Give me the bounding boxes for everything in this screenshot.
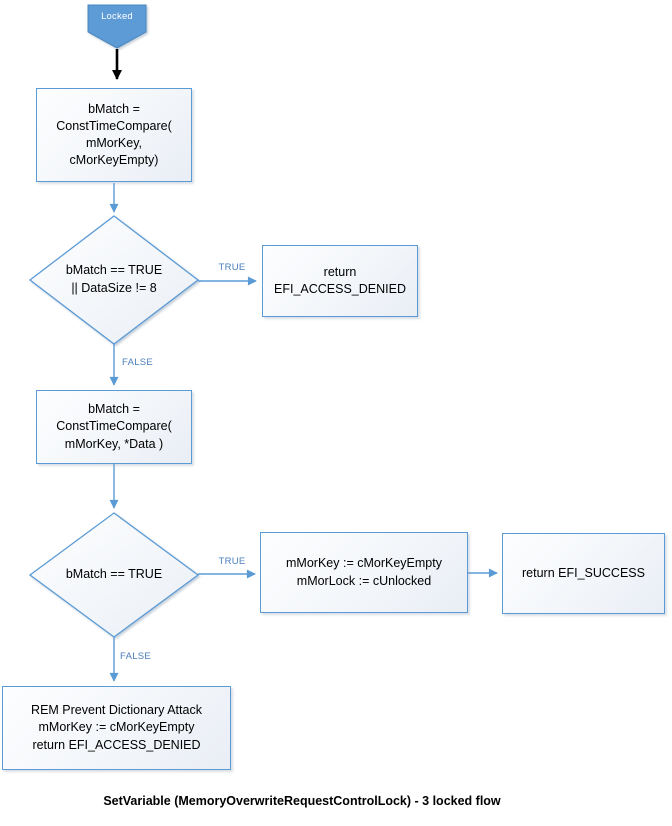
process-line: mMorKey := cMorKeyEmpty: [286, 556, 442, 571]
process-line: mMorKey,: [85, 136, 143, 150]
process-line: ConstTimeCompare(: [56, 419, 172, 434]
process-line: bMatch =: [88, 402, 140, 417]
decision-match-shape: [28, 512, 200, 638]
edge-label-true1: TRUE: [218, 262, 246, 273]
process-line: return EFI_SUCCESS: [522, 565, 645, 580]
process-success: return EFI_SUCCESS: [502, 533, 665, 614]
process-access-denied-top: return EFI_ACCESS_DENIED: [262, 245, 418, 317]
process-line: ConstTimeCompare(: [56, 118, 172, 133]
edge-label-false2: FALSE: [120, 651, 152, 662]
start-terminator-label: Locked: [101, 11, 133, 22]
process-compare-data: bMatch = ConstTimeCompare( mMorKey, *Dat…: [36, 390, 192, 464]
decision-empty-or-size-shape: [28, 215, 200, 345]
process-line: return EFI_ACCESS_DENIED: [32, 737, 201, 752]
process-compare-empty: bMatch = ConstTimeCompare( mMorKey, cMor…: [36, 88, 192, 182]
edge-label-false1: FALSE: [122, 357, 154, 368]
start-terminator-shape: [87, 4, 147, 49]
process-line: bMatch =: [88, 101, 140, 116]
process-line: cMorKeyEmpty): [69, 153, 159, 168]
process-line: REM Prevent Dictionary Attack: [31, 703, 202, 718]
process-line: mMorKey, *Data ): [64, 436, 164, 451]
process-line: EFI_ACCESS_DENIED: [274, 282, 406, 296]
process-line: mMorKey := cMorKeyEmpty: [38, 720, 195, 735]
edge-label-true2: TRUE: [218, 556, 246, 567]
process-dictionary-attack: REM Prevent Dictionary Attack mMorKey :=…: [2, 686, 231, 770]
diagram-caption: SetVariable (MemoryOverwriteRequestContr…: [103, 794, 501, 808]
process-line: return: [323, 264, 357, 279]
process-unlock: mMorKey := cMorKeyEmpty mMorLock := cUnl…: [260, 532, 468, 613]
process-line: mMorLock := cUnlocked: [296, 573, 432, 588]
